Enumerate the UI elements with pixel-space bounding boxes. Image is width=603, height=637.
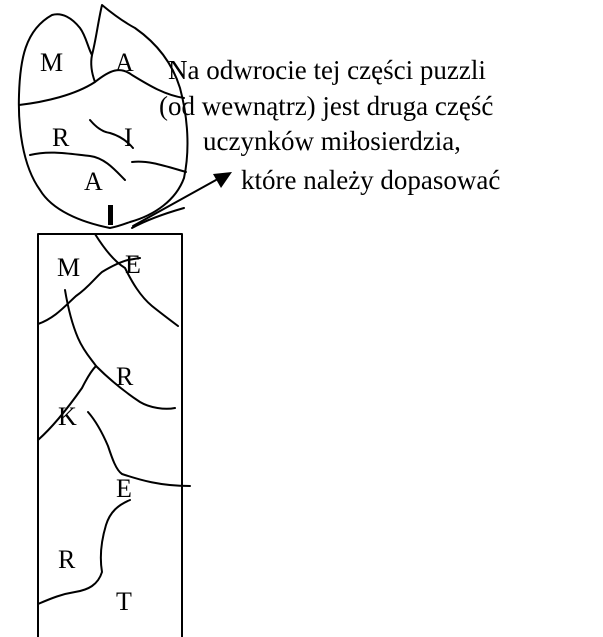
- arrow-shaft: [132, 179, 217, 227]
- heart-cut-line: [131, 207, 185, 229]
- heart-outline: [17, 4, 189, 229]
- strip-outline: [37, 233, 183, 637]
- strip-letter: M: [57, 253, 80, 282]
- strip-letter: R: [58, 545, 76, 574]
- heart-cut-line: [29, 151, 126, 181]
- heart-letter: R: [52, 123, 70, 152]
- strip-puzzle-piece: M E R K E R T: [37, 233, 191, 637]
- heart-cut-line: [18, 69, 185, 106]
- explanatory-note: Na odwrocie tej części puzzli (od wewnąt…: [159, 55, 500, 195]
- strip-letter: T: [116, 587, 132, 616]
- heart-cut-line: [131, 160, 187, 173]
- strip-cut-line: [37, 499, 131, 605]
- heart-puzzle-piece: M A R I A: [17, 4, 189, 229]
- heart-letter: I: [124, 123, 133, 152]
- heart-letter: A: [115, 48, 134, 77]
- strip-letter: R: [116, 362, 134, 391]
- note-line: Na odwrocie tej części puzzli: [168, 55, 486, 85]
- strip-cut-line: [95, 365, 176, 410]
- note-line: uczynków miłosierdzia,: [203, 126, 461, 156]
- strip-cut-line: [64, 289, 97, 367]
- heart-letter: A: [84, 167, 103, 196]
- strip-cut-line: [94, 233, 179, 327]
- strip-cut-line: [87, 411, 191, 487]
- strip-cut-line: [37, 257, 141, 325]
- strip-cut-line: [37, 365, 97, 441]
- arrow-head: [213, 172, 232, 188]
- strip-letter: E: [116, 474, 132, 503]
- note-line: które należy dopasować: [241, 165, 500, 195]
- strip-letter: K: [58, 402, 77, 431]
- strip-letter: E: [125, 250, 141, 279]
- heart-cut-line: [89, 119, 134, 149]
- connector-tab: [108, 205, 113, 225]
- heart-cut-line: [90, 54, 96, 83]
- note-line: (od wewnątrz) jest druga część: [159, 91, 493, 121]
- pointer-arrow: [132, 172, 232, 227]
- heart-letter: M: [40, 48, 63, 77]
